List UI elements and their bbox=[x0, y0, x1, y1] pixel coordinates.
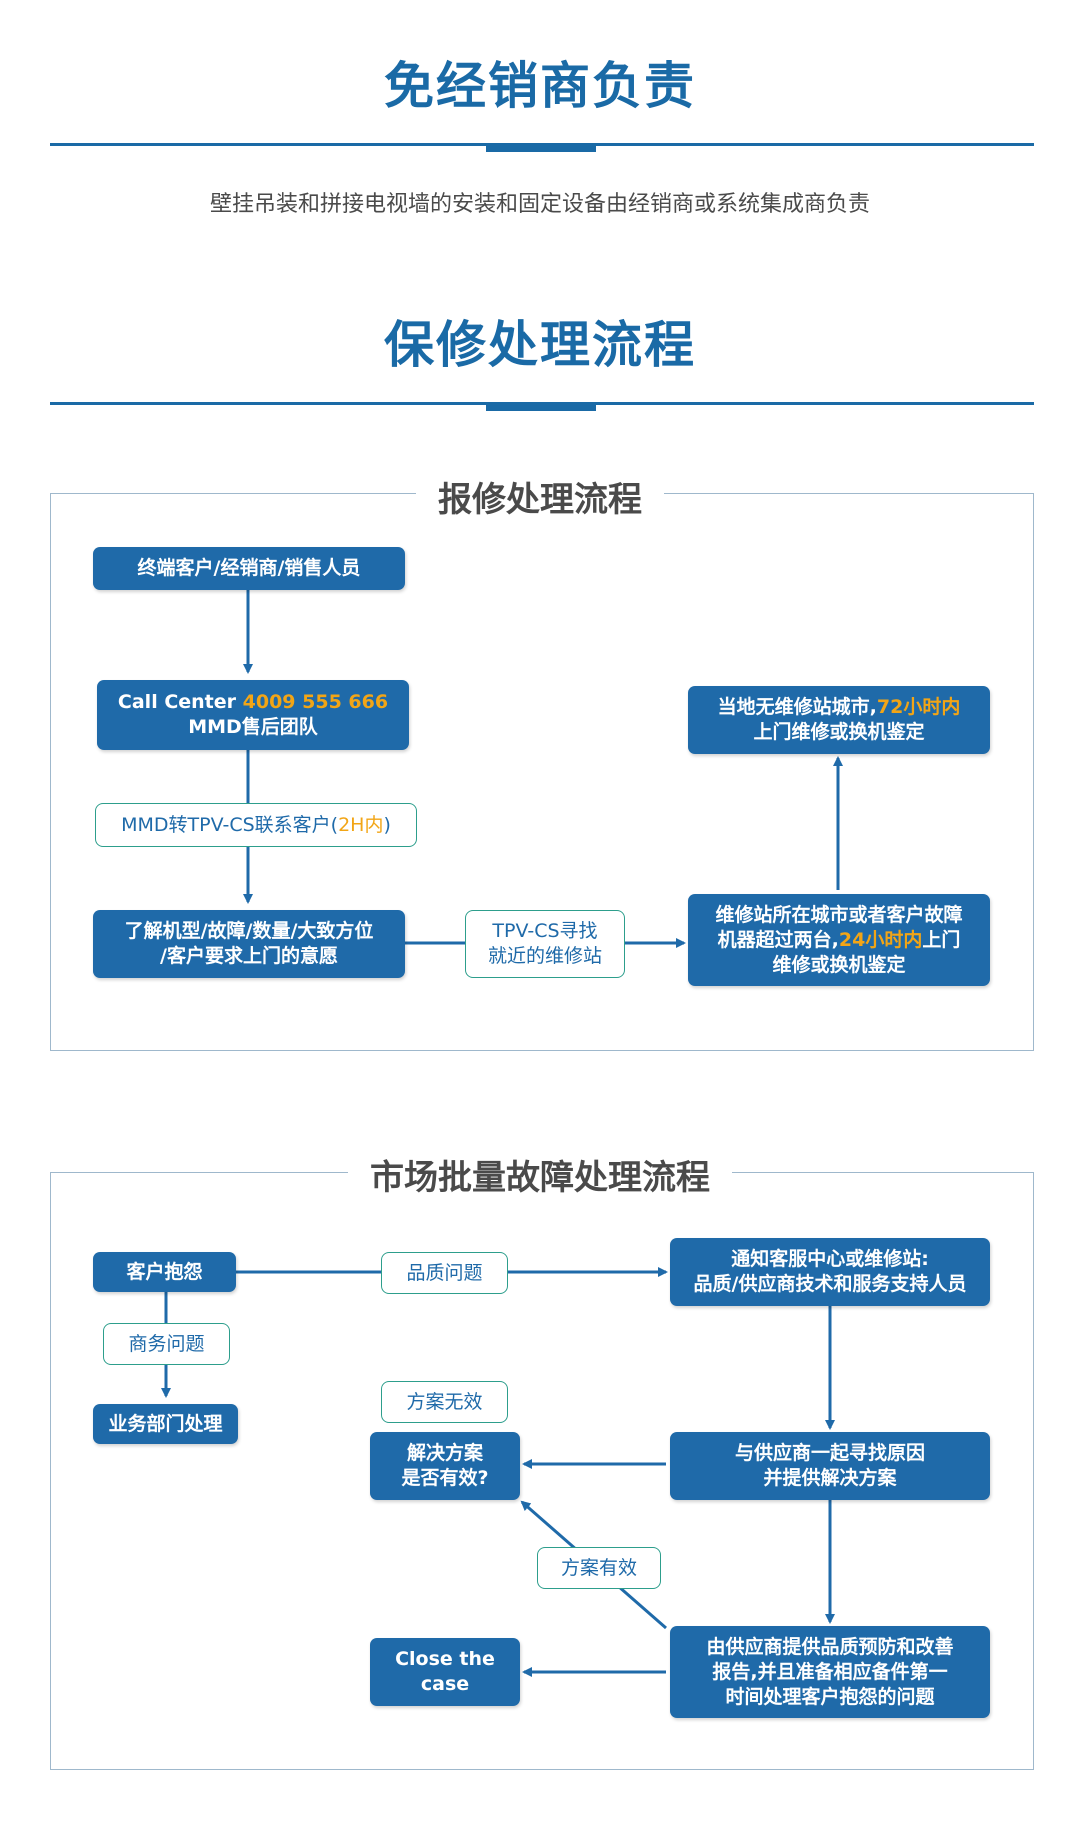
panel2-title: 市场批量故障处理流程 bbox=[0, 1150, 1080, 1199]
section1-rule-accent bbox=[486, 144, 596, 152]
node-no-station: 当地无维修站城市,72小时内 上门维修或换机鉴定 bbox=[688, 686, 990, 754]
section2-title: 保修处理流程 bbox=[384, 316, 696, 374]
section1-subtitle: 壁挂吊装和拼接电视墙的安装和固定设备由经销商或系统集成商负责 bbox=[209, 192, 870, 217]
tag-find-station: TPV-CS寻找 就近的维修站 bbox=[465, 910, 625, 978]
node-understand-info: 了解机型/故障/数量/大致方位 /客户要求上门的意愿 bbox=[93, 910, 405, 978]
section2-rule-accent bbox=[486, 403, 596, 411]
tag-transfer-contact: MMD转TPV-CS联系客户(2H内) bbox=[95, 803, 417, 847]
panel1-title: 报修处理流程 bbox=[0, 472, 1080, 521]
node-customer-complaint: 客户抱怨 bbox=[93, 1252, 236, 1292]
tag-quality-issue: 品质问题 bbox=[381, 1252, 508, 1294]
node-station-onsite: 维修站所在城市或者客户故障 机器超过两台,24小时内上门 维修或换机鉴定 bbox=[688, 894, 990, 986]
node-close-case: Close the case bbox=[370, 1638, 520, 1706]
node-supplier-report: 由供应商提供品质预防和改善 报告,并且准备相应备件第一 时间处理客户抱怨的问题 bbox=[670, 1626, 990, 1718]
node-find-cause: 与供应商一起寻找原因 并提供解决方案 bbox=[670, 1432, 990, 1500]
tag-business-issue: 商务问题 bbox=[103, 1323, 230, 1365]
node-end-customer: 终端客户/经销商/销售人员 bbox=[93, 547, 405, 590]
tag-plan-invalid: 方案无效 bbox=[381, 1381, 508, 1423]
section1-title: 免经销商负责 bbox=[384, 57, 696, 115]
node-notify-service: 通知客服中心或维修站: 品质/供应商技术和服务支持人员 bbox=[670, 1238, 990, 1306]
node-call-center: Call Center 4009 555 666 MMD售后团队 bbox=[97, 680, 409, 750]
node-plan-effective: 解决方案 是否有效? bbox=[370, 1432, 520, 1500]
tag-plan-valid: 方案有效 bbox=[537, 1547, 661, 1589]
node-business-dept: 业务部门处理 bbox=[93, 1404, 238, 1444]
